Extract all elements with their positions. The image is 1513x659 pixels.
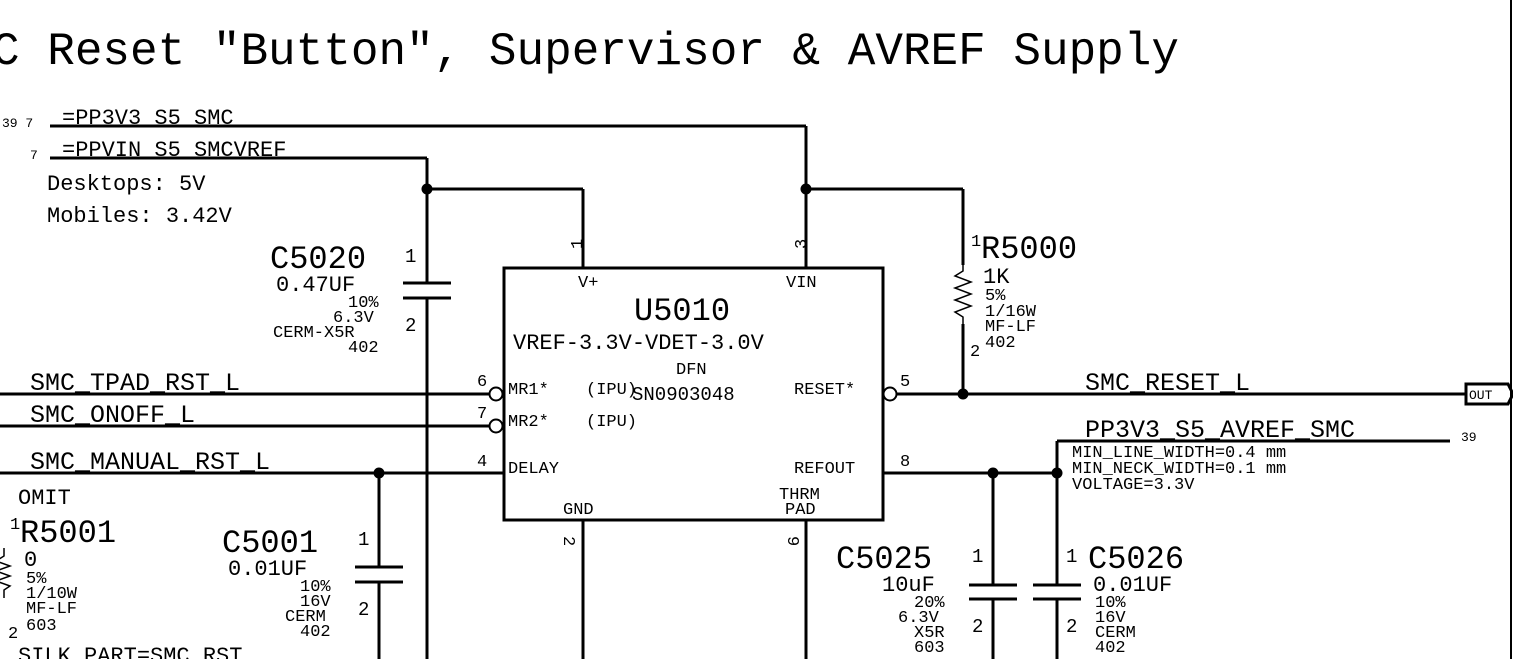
c5025-voltage: 6.3V xyxy=(898,609,940,628)
c5020-refdes: C5020 xyxy=(270,241,366,278)
c5001-pin1: 1 xyxy=(358,529,369,551)
u5010-part-number: SN0903048 xyxy=(632,384,735,406)
c5025-value: 10uF xyxy=(882,573,935,598)
c5026-refdes: C5026 xyxy=(1088,541,1184,578)
c5001-dielectric: CERM xyxy=(285,608,326,627)
c5020-pin2: 2 xyxy=(405,315,416,337)
c5026-pin2: 2 xyxy=(1066,616,1077,638)
c5020-tolerance: 10% xyxy=(348,294,379,313)
c5020-dielectric: CERM-X5R xyxy=(273,324,355,343)
r5001-package: 603 xyxy=(26,617,57,636)
pin-vplus-label: V+ xyxy=(578,274,598,293)
r5001-type: MF-LF xyxy=(26,600,77,619)
r5000-refdes: R5000 xyxy=(981,231,1077,268)
pin-thrm-label: THRM xyxy=(779,486,820,505)
r5001-silk-part: SILK_PART=SMC_RST xyxy=(18,644,242,659)
rail-pp3v3-ref: 39 7 xyxy=(2,116,33,131)
avref-prop-min-line: MIN_LINE_WIDTH=0.4 mm xyxy=(1072,444,1286,463)
pin-gnd-label: GND xyxy=(563,501,594,520)
net-smc-onoff-l: SMC_ONOFF_L xyxy=(30,401,195,430)
c5026-pin1: 1 xyxy=(1066,546,1077,568)
c5020-package: 402 xyxy=(348,339,379,358)
pin6-number: 6 xyxy=(477,373,487,392)
pin2-number: 2 xyxy=(558,536,577,546)
r5001-omit: OMIT xyxy=(18,486,71,511)
pin-pad-label: PAD xyxy=(785,501,816,520)
r5001-power: 1/10W xyxy=(26,585,78,604)
mr1-inversion-bubble xyxy=(488,386,504,402)
c5026-voltage: 16V xyxy=(1095,609,1126,628)
r5000-power: 1/16W xyxy=(985,303,1037,322)
junction-reset xyxy=(957,388,969,400)
pin-delay-label: DELAY xyxy=(508,460,559,479)
r5001-tolerance: 5% xyxy=(26,570,47,589)
c5001-tolerance: 10% xyxy=(300,578,331,597)
junction-pp3v3 xyxy=(800,183,812,195)
u5010-refdes: U5010 xyxy=(634,293,730,330)
r5001-pin2: 2 xyxy=(8,625,18,644)
r5000-type: MF-LF xyxy=(985,318,1036,337)
c5026-tolerance: 10% xyxy=(1095,594,1126,613)
r5000-pin2: 2 xyxy=(970,343,980,362)
pin8-number: 8 xyxy=(900,453,910,472)
c5020-value: 0.47UF xyxy=(276,273,355,298)
r5000-value: 1K xyxy=(983,265,1010,290)
c5001-voltage: 16V xyxy=(300,593,331,612)
u5010-package: DFN xyxy=(676,361,707,380)
net-smc-reset-l: SMC_RESET_L xyxy=(1085,369,1250,398)
c5026-dielectric: CERM xyxy=(1095,624,1136,643)
r5000-pin1: 1 xyxy=(971,233,981,252)
pin-reset-label: RESET* xyxy=(794,381,855,400)
pin9-number: 9 xyxy=(782,536,801,546)
net-avref-ref: 39 xyxy=(1461,430,1477,445)
c5020-voltage: 6.3V xyxy=(333,309,375,328)
c5001-pin2: 2 xyxy=(358,599,369,621)
c5001-refdes: C5001 xyxy=(222,525,318,562)
sheet-title: C Reset "Button", Supervisor & AVREF Sup… xyxy=(0,26,1179,78)
junction-ppvin xyxy=(421,183,433,195)
rail-ppvin-ref: 7 xyxy=(30,148,38,163)
net-smc-tpad-rst-l: SMC_TPAD_RST_L xyxy=(30,369,240,398)
reset-inversion-bubble xyxy=(882,386,898,402)
pin-refout-label: REFOUT xyxy=(794,460,855,479)
r5000-tolerance: 5% xyxy=(985,287,1006,306)
net-pp3v3-s5-avref-smc: PP3V3_S5_AVREF_SMC xyxy=(1085,416,1355,445)
c5025-refdes: C5025 xyxy=(836,541,932,578)
supply-note-desktops: Desktops: 5V xyxy=(47,172,206,197)
reset-out-port-label: OUT xyxy=(1469,388,1493,403)
pin-mr2-label: MR2* xyxy=(508,413,549,432)
r5000-package: 402 xyxy=(985,334,1016,353)
r5001-symbol xyxy=(0,548,13,598)
pin-mr1-attr: (IPU) xyxy=(586,381,637,400)
pin-mr2-attr: (IPU) xyxy=(586,413,637,432)
pin1-number: 1 xyxy=(569,239,588,249)
c5025-dielectric: X5R xyxy=(914,624,945,643)
net-smc-manual-rst-l: SMC_MANUAL_RST_L xyxy=(30,448,270,477)
c5025-tolerance: 20% xyxy=(914,594,945,613)
r5000-symbol xyxy=(952,265,974,324)
pin3-number: 3 xyxy=(793,239,812,249)
c5026-package: 402 xyxy=(1095,639,1126,658)
r5001-value: 0 xyxy=(24,548,37,573)
c5025-pin2: 2 xyxy=(972,616,983,638)
pin4-number: 4 xyxy=(477,453,487,472)
c5025-package: 603 xyxy=(914,639,945,658)
c5020-pin1: 1 xyxy=(405,246,416,268)
c5026-value: 0.01UF xyxy=(1093,573,1172,598)
c5025-pin1: 1 xyxy=(972,546,983,568)
r5001-refdes: R5001 xyxy=(20,515,116,552)
supply-note-mobiles: Mobiles: 3.42V xyxy=(47,204,233,229)
u5010-value: VREF-3.3V-VDET-3.0V xyxy=(513,331,765,356)
pin5-number: 5 xyxy=(900,373,910,392)
pin7-number: 7 xyxy=(477,405,487,424)
pin-vin-label: VIN xyxy=(786,274,817,293)
avref-prop-voltage: VOLTAGE=3.3V xyxy=(1072,476,1195,495)
mr2-inversion-bubble xyxy=(488,418,504,434)
pin-mr1-label: MR1* xyxy=(508,381,549,400)
c5001-value: 0.01UF xyxy=(228,557,307,582)
avref-prop-min-neck: MIN_NECK_WIDTH=0.1 mm xyxy=(1072,460,1286,479)
c5001-package: 402 xyxy=(300,623,331,642)
r5001-pin1: 1 xyxy=(10,516,20,535)
